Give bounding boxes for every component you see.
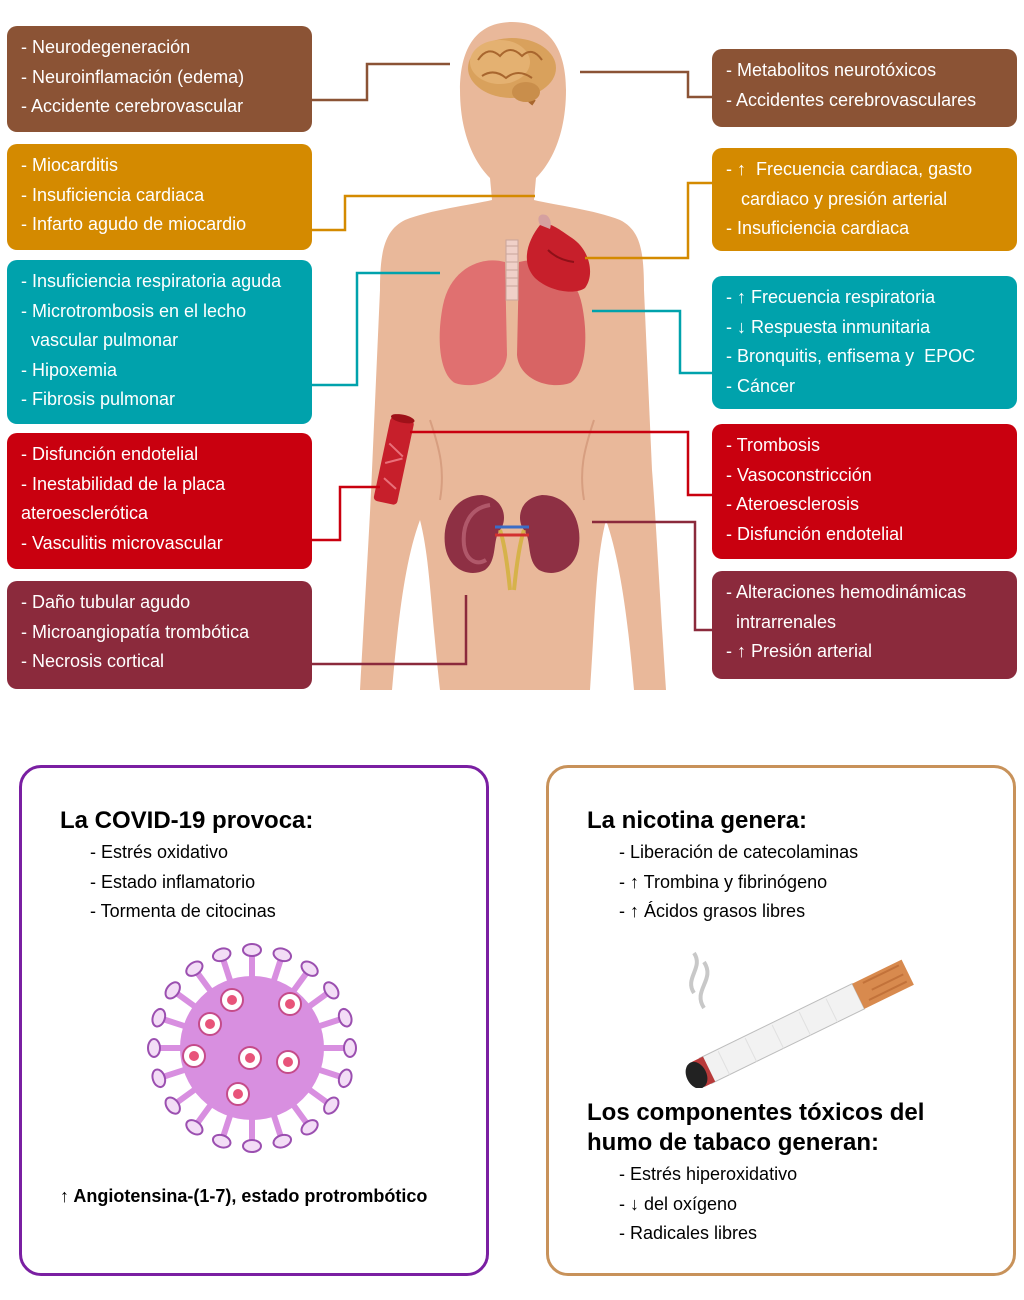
right-panel-line: - ↓ Respuesta inmunitaria [726,316,931,337]
covid-box: La COVID-19 provoca: - Estrés oxidativo-… [19,765,489,1276]
left-panel-kidney: - Daño tubular agudo - Microangiopatía tr… [7,581,312,689]
connector-lungs-left [312,271,440,387]
connector-vessel-left [312,485,380,542]
kidneys-illustration [444,495,580,591]
list-item: - ↑ Trombina y fibrinógeno [619,871,828,892]
right-panel-line: - Ateroesclerosis [726,494,860,514]
nicotine-items-list: - Liberación de catecolaminas - ↑ Trombin… [619,838,858,927]
left-panel-line: - Disfunción endotelial [21,444,199,464]
left-panel-line: - Accidente cerebrovascular [21,96,244,116]
covid-title: La COVID-19 provoca: [60,807,314,834]
right-panel-brain: - Metabolitos neurotóxicos - Accidentes c… [712,49,1017,127]
right-panel-line: - Bronquitis, enfisema y EPOC [726,346,976,366]
right-panel-vessel: - Trombosis - Vasoconstricción - Ateroescl… [712,424,1017,559]
connector-kidney-left [312,595,468,666]
right-panel-line: - ↑ Frecuencia respiratoria [726,287,936,307]
left-panel-lungs: - Insuficiencia respiratoria aguda - Micr… [7,260,312,424]
brain-illustration [468,38,556,106]
right-panel-line: cardiaco y presión arterial [726,188,948,209]
right-panel-line: - Disfunción endotelial [726,523,904,544]
connector-heart-left [312,194,535,232]
list-item: - Radicales libres [619,1223,758,1243]
list-item: - Estado inflamatorio [90,871,256,892]
virus-icon [147,943,357,1153]
connector-heart-right [585,181,712,260]
connector-kidney-right [592,520,712,632]
nicotine-title: La nicotina genera: [587,807,808,834]
right-panel-line: - Alteraciones hemodinámicas [726,582,967,602]
left-panel-line: - Microtrombosis en el lecho [21,300,247,321]
left-panel-line: - Neurodegeneración [21,37,191,57]
left-panel-heart: - Miocarditis - Insuficiencia cardiaca - I… [7,144,312,250]
list-item: - Estrés oxidativo [90,842,229,862]
covid-footer: ↑ Angiotensina-(1-7), estado protrombóti… [60,1186,428,1206]
right-panel-line: - Metabolitos neurotóxicos [726,60,937,80]
left-panel-line: - Insuficiencia respiratoria aguda [21,271,282,291]
list-item: - ↓ del oxígeno [619,1193,738,1214]
right-panel-heart: - ↑ Frecuencia cardiaca, gasto cardiaco … [712,148,1017,251]
left-panel-line: - Neuroinflamación (edema) [21,66,245,87]
right-panel-line: - ↑ Presión arterial [726,641,873,661]
cigarette-icon [685,951,914,1088]
artery-illustration [373,414,415,505]
left-panel-brain: - Neurodegeneración - Neuroinflamación (e… [7,26,312,132]
covid-items-list: - Estrés oxidativo - Estado inflamatorio -… [90,838,276,927]
right-panel-line: intrarrenales [726,611,837,632]
connector-brain-right [580,70,712,99]
left-panel-line: - Insuficiencia cardiaca [21,184,205,205]
right-panel-line: - Cáncer [726,375,796,396]
left-panel-line: ateroesclerótica [21,503,149,523]
list-item: - Liberación de catecolaminas [619,842,859,862]
right-panel-line: - Accidentes cerebrovasculares [726,89,977,110]
left-panel-line: - Daño tubular agudo [21,592,191,612]
right-panel-line: - Vasoconstricción [726,464,872,485]
left-panel-line: - Microangiopatía trombótica [21,621,250,642]
right-panel-lungs: - ↑ Frecuencia respiratoria - ↓ Respuesta… [712,276,1017,409]
smoke-items-list: - Estrés hiperoxidativo - ↓ del oxígeno - … [619,1160,797,1249]
left-panel-line: - Hipoxemia [21,359,118,380]
smoke-title-line2: humo de tabaco generan: [587,1129,880,1156]
list-item: - Estrés hiperoxidativo [619,1164,798,1184]
anatomy-figure [312,22,712,690]
left-panel-line: - Inestabilidad de la placa [21,473,226,494]
waist-curve [429,419,595,501]
left-panel-vessel: - Disfunción endotelial - Inestabilidad d… [7,433,312,569]
right-panel-line: - ↑ Frecuencia cardiaca, gasto [726,159,973,179]
left-panel-line: vascular pulmonar [21,330,179,350]
left-panel-line: - Necrosis cortical [21,651,165,671]
right-panel-line: - Trombosis [726,435,821,455]
smoke-title-line1: Los componentes tóxicos del [587,1099,925,1126]
body-silhouette [360,22,666,690]
list-item: - ↑ Ácidos grasos libres [619,901,806,921]
connector-vessel-right [410,430,712,497]
left-panel-line: - Fibrosis pulmonar [21,389,176,409]
nicotine-box: La nicotina genera: - Liberación de cate… [546,765,1016,1276]
heart-illustration [526,214,591,292]
left-panel-line: - Miocarditis [21,155,119,175]
left-panel-line: - Infarto agudo de miocardio [21,214,247,234]
connector-lungs-right [592,309,712,375]
list-item: - Tormenta de citocinas [90,901,276,921]
right-panel-kidney: - Alteraciones hemodinámicas intrarrenal… [712,571,1017,679]
left-panel-line: - Vasculitis microvascular [21,532,223,553]
right-panel-line: - Insuficiencia cardiaca [726,218,910,238]
connector-brain-left [312,62,450,102]
